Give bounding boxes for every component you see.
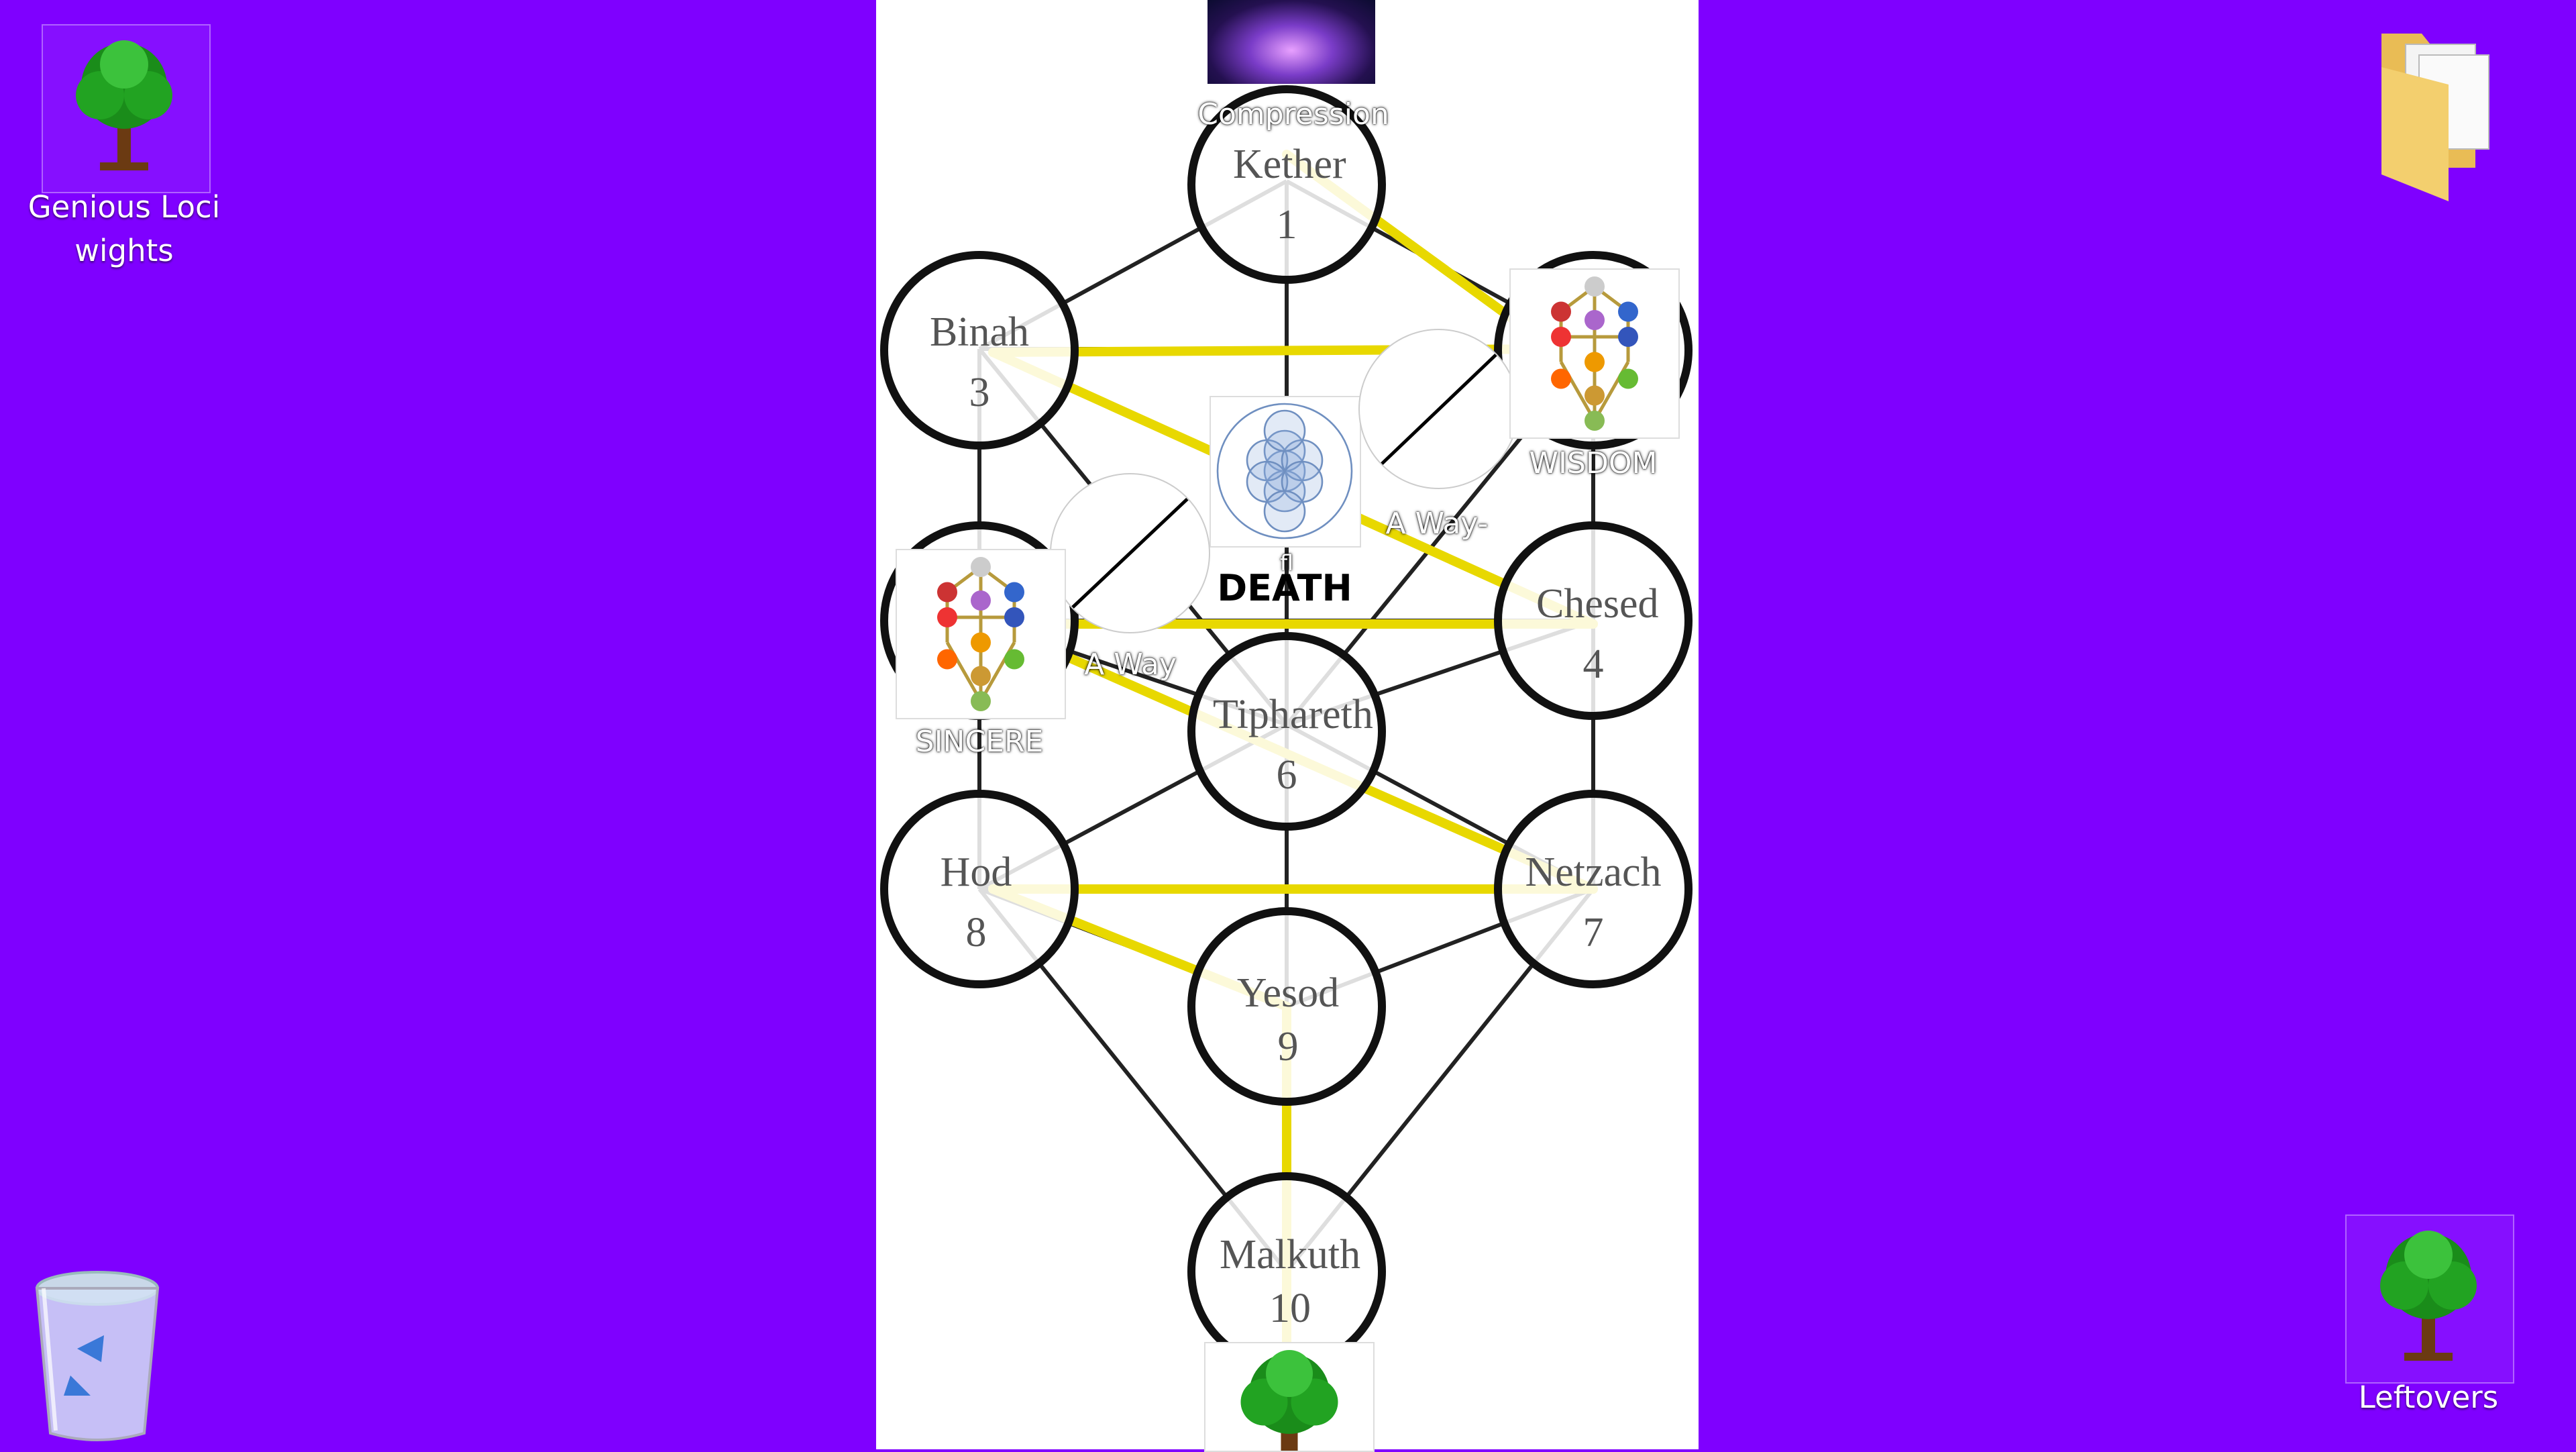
a-way-left-label: A Way	[1084, 647, 1177, 682]
sephirah-binah: Binah 3	[926, 302, 1033, 423]
icon-tree-bottom[interactable]	[1204, 1342, 1375, 1452]
sephirah-number: 9	[1277, 1024, 1299, 1070]
icon-label-line2: wights	[74, 233, 174, 268]
sephirah-name: Netzach	[1525, 849, 1662, 895]
recycle-bin-icon	[35, 1271, 160, 1441]
icon-a-way-right[interactable]	[1358, 329, 1519, 489]
tree-icon	[1240, 1350, 1338, 1451]
sephirah-number: 1	[1276, 202, 1297, 248]
sephirah-number: 10	[1269, 1286, 1311, 1331]
tree-icon	[2380, 1231, 2477, 1361]
sephirah-name: Hod	[940, 849, 1012, 895]
sephirah-chesed: Chesed 4	[1536, 574, 1659, 694]
sephirah-number: 6	[1276, 752, 1297, 798]
flower-of-life-icon	[1216, 403, 1353, 539]
tree-of-life-chart-icon	[1551, 276, 1638, 431]
icon-death[interactable]	[1210, 396, 1361, 548]
sephirah-number: 8	[965, 910, 987, 955]
no-symbol-icon	[1380, 349, 1502, 466]
sephirah-name: Binah	[929, 309, 1030, 355]
icon-a-way-left[interactable]	[1050, 473, 1210, 633]
sephirah-number: 3	[969, 370, 990, 415]
wisdom-label: WISDOM	[1529, 446, 1658, 480]
sephirah-kether: Kether 1	[1233, 134, 1346, 255]
sincere-label: SINCERE	[915, 725, 1044, 759]
sephirah-number: 4	[1582, 641, 1604, 687]
sephirah-name: Yesod	[1236, 970, 1340, 1016]
sephirah-yesod: Yesod 9	[1234, 966, 1342, 1074]
icon-compression[interactable]	[1208, 0, 1375, 84]
icon-wisdom[interactable]	[1509, 268, 1680, 439]
desktop-icon-genious-loci-wights[interactable]: Genious Loci wights	[27, 20, 221, 272]
sephirah-hod: Hod 8	[926, 842, 1026, 963]
sephirah-number: 7	[1582, 910, 1604, 955]
sephirah-name: Kether	[1233, 142, 1346, 187]
sephirah-malkuth: Malkuth 10	[1220, 1228, 1360, 1335]
no-symbol-icon	[1070, 493, 1193, 610]
sephirah-name: Tiphareth	[1213, 692, 1373, 737]
desktop-icon-folder[interactable]	[2368, 20, 2522, 208]
sephirah-netzach: Netzach 7	[1523, 842, 1664, 963]
death-label: DEATH	[1217, 567, 1352, 609]
icon-sincere[interactable]	[896, 549, 1066, 719]
death-small-label: fl	[1279, 550, 1294, 576]
a-way-right-label: A Way-	[1385, 507, 1489, 541]
desktop-icon-leftovers[interactable]: Leftovers	[2334, 1214, 2522, 1419]
folder-icon	[2381, 34, 2489, 201]
tree-of-life-chart-icon	[937, 557, 1024, 711]
desktop-icon-recycle-bin[interactable]	[20, 1261, 174, 1443]
compression-label: Compression	[1197, 97, 1389, 132]
sephirah-name: Chesed	[1536, 581, 1659, 627]
sephirah-tiphareth: Tiphareth 6	[1213, 684, 1373, 805]
sephirah-name: Malkuth	[1220, 1232, 1361, 1278]
icon-label: Genious Loci	[28, 189, 221, 225]
icon-label: Leftovers	[2358, 1380, 2499, 1415]
tree-icon	[76, 40, 172, 170]
